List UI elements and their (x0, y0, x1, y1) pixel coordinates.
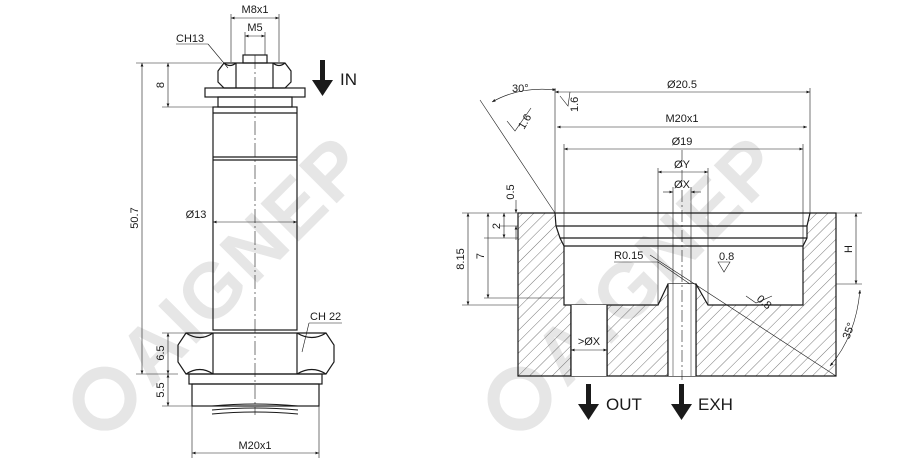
dim-dy: ØY (674, 159, 691, 171)
dim-angle-35: 35° (841, 321, 858, 341)
seat-ring (188, 373, 323, 385)
out-label: OUT (606, 395, 642, 414)
thread-body (191, 383, 320, 407)
dim-50-7: 50.7 (129, 207, 141, 228)
dim-6-5: 6.5 (155, 345, 167, 360)
dim-ch22: CH 22 (310, 311, 341, 323)
watermark-left: AIGNEP (72, 119, 383, 431)
top-stem (242, 54, 268, 64)
dim-ch13: CH13 (176, 33, 204, 45)
dim-r0-15: R0.15 (614, 250, 643, 262)
dim-d19: Ø19 (672, 136, 693, 148)
top-nut (217, 62, 292, 89)
dim-m20x1-right: M20x1 (665, 113, 698, 125)
dim-roughness-2: 1.6 (569, 97, 581, 112)
dim-7: 7 (475, 253, 487, 259)
dim-angle-30: 30° (512, 83, 529, 95)
in-label: IN (340, 70, 357, 89)
dim-roughness-1: 1.6 (516, 112, 534, 131)
dim-m8x1: M8x1 (242, 4, 269, 16)
dim-5-5: 5.5 (155, 382, 167, 397)
dim-dx: ØX (674, 179, 691, 191)
dim-8: 8 (155, 82, 167, 88)
out-flow-arrow (578, 384, 599, 420)
dim-0-5: 0.5 (505, 184, 517, 199)
dim-d20-5: Ø20.5 (667, 79, 697, 91)
left-view (136, 14, 342, 458)
thread-coils (211, 403, 299, 415)
dim-8-15: 8.15 (455, 248, 467, 269)
in-flow-arrow (312, 60, 333, 96)
right-view (462, 88, 862, 420)
dim-m20x1-left: M20x1 (238, 440, 271, 452)
dim-d13: Ø13 (186, 209, 207, 221)
dim-gt-dx: >ØX (578, 336, 601, 348)
dim-m5: M5 (247, 22, 262, 34)
exh-flow-arrow (671, 384, 692, 420)
dim-2: 2 (491, 223, 503, 229)
dim-roughness-3: 0.8 (719, 251, 734, 263)
dim-h: H (843, 245, 855, 253)
exh-label: EXH (698, 395, 733, 414)
svg-text:AIGNEP: AIGNEP (101, 119, 383, 401)
tube (212, 106, 298, 331)
